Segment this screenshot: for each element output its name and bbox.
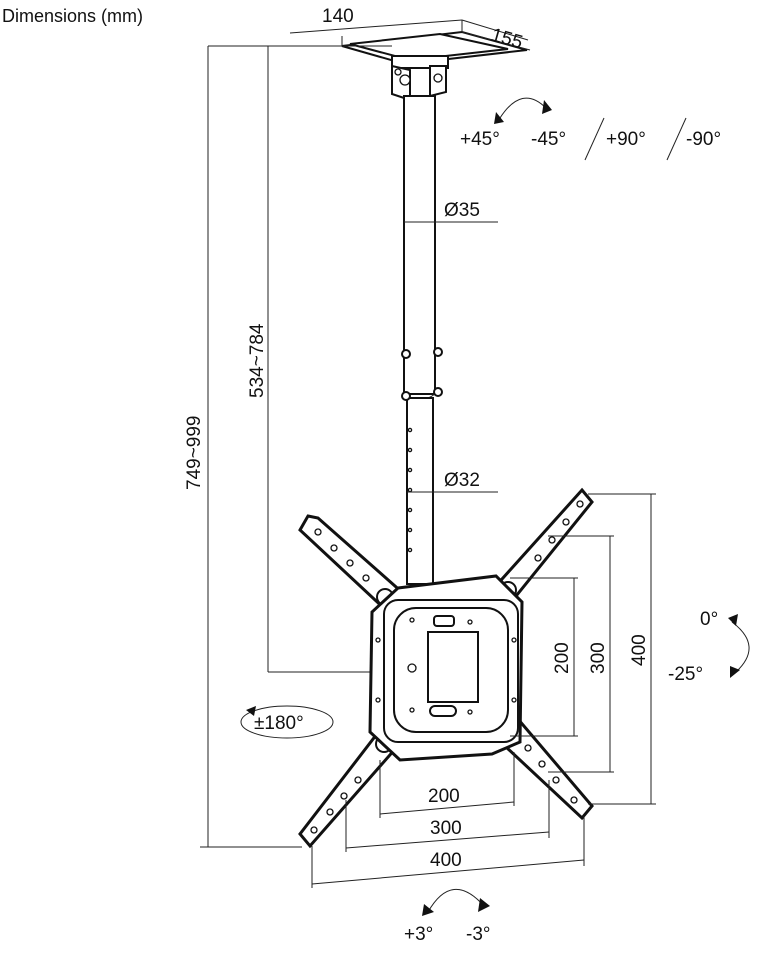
swivel-minus-label: -45°: [531, 129, 566, 150]
vesa-height-300-label: 300: [588, 642, 609, 674]
diagram-title: Dimensions (mm): [2, 6, 143, 26]
vesa-height-400-label: 400: [629, 634, 650, 666]
swivel-plus-label: +45°: [460, 129, 500, 150]
vesa-center-plate: [427, 631, 479, 703]
ceiling-plate: [341, 30, 528, 102]
rotate-minus-label: -90°: [686, 129, 721, 150]
tilt-down-label: -25°: [668, 664, 703, 685]
swivel-arrow-icon: [494, 97, 552, 124]
vesa-height-300-dimension: [548, 535, 614, 773]
overall-height-label: 749~999: [184, 416, 205, 491]
rotate-plus-label: +90°: [606, 129, 646, 150]
rotation-slash-1: [584, 117, 605, 161]
plate-width-label: 140: [322, 6, 354, 27]
pole-height-label: 534~784: [247, 323, 268, 398]
vesa-bracket: [298, 487, 594, 849]
level-plus-label: +3°: [404, 924, 433, 945]
rotation-arrow-icon: [240, 705, 334, 739]
tilt-arrow-icon: [728, 614, 750, 678]
rotation-slash-2: [666, 117, 687, 161]
vesa-height-400-dimension: [588, 493, 656, 805]
plate-width-dimension: 140: [289, 6, 463, 46]
lower-diameter-label: Ø32: [444, 470, 480, 491]
tilt-up-label: 0°: [700, 609, 718, 630]
vesa-width-200-dimension: [379, 752, 515, 818]
vesa-height-200-label: 200: [552, 642, 573, 674]
vesa-width-200-label: 200: [428, 786, 460, 807]
overall-height-dimension: [200, 45, 392, 848]
rotation-label: ±180°: [254, 713, 304, 734]
level-minus-label: -3°: [466, 924, 491, 945]
upper-pole: [403, 95, 436, 401]
pole-locking-bolts: [401, 347, 443, 401]
vesa-width-300-dimension: [345, 780, 550, 852]
upper-diameter-label: Ø35: [444, 200, 480, 221]
vesa-width-300-label: 300: [430, 818, 462, 839]
level-arrow-icon: [422, 889, 490, 916]
vesa-arm-bottom-left: [298, 727, 399, 849]
pole-height-dimension: [267, 46, 382, 673]
vesa-height-200-dimension: [510, 577, 578, 737]
lower-pole: [406, 397, 434, 585]
vesa-width-400-label: 400: [430, 850, 462, 871]
vesa-width-400-dimension: [311, 816, 585, 888]
